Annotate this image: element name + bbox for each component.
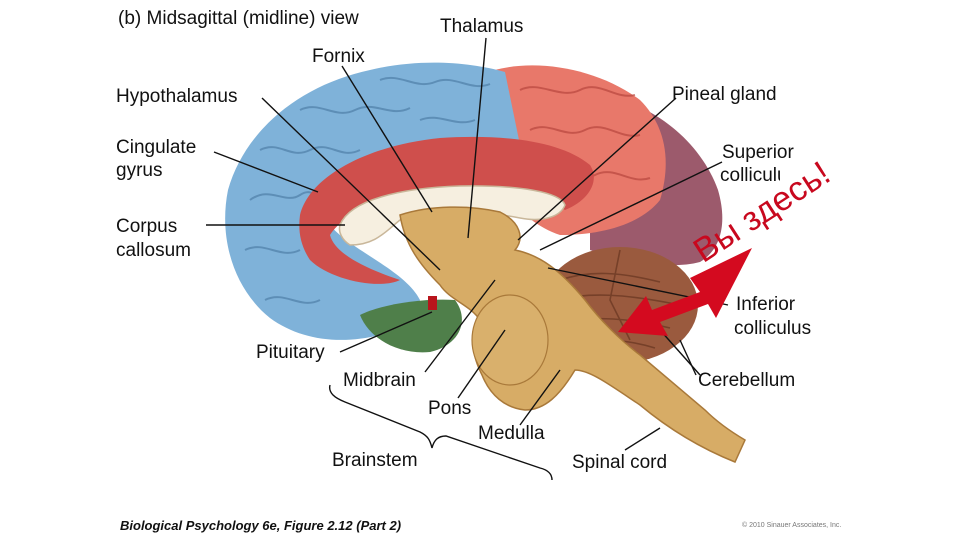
label-fornix: Fornix — [312, 46, 365, 67]
figure-title: Midsagittal (midline) view — [146, 8, 359, 29]
label-hypothalamus: Hypothalamus — [116, 86, 238, 107]
pons-shape — [471, 294, 549, 386]
frontal-gyri — [244, 76, 491, 304]
label-cingulate-line1: Cingulate — [116, 137, 197, 158]
label-inferior-line2: colliculus — [734, 318, 812, 339]
label-cerebellum: Cerebellum — [698, 370, 796, 391]
frontal-lobe — [225, 62, 521, 340]
temporal-lobe — [360, 299, 462, 353]
label-thalamus: Thalamus — [440, 16, 524, 37]
panel-letter: (b) — [118, 8, 142, 29]
label-spinal-cord: Spinal cord — [572, 452, 668, 473]
cingulate-gyrus — [299, 136, 594, 284]
label-midbrain: Midbrain — [343, 370, 416, 391]
label-corpus-line1: Corpus — [116, 216, 178, 237]
label-superior-line2: colliculus — [720, 165, 780, 186]
label-pons: Pons — [428, 398, 472, 419]
pituitary-shape — [428, 296, 437, 310]
you-are-here-arrow — [618, 248, 752, 336]
label-inferior-line1: Inferior — [736, 294, 796, 315]
brainstem-bracket — [328, 384, 553, 481]
copyright-notice: © 2010 Sinauer Associates, Inc. — [742, 522, 842, 529]
figure-heading: (b) Midsagittal (midline) view — [118, 8, 359, 30]
corpus-callosum-shape — [338, 185, 566, 246]
label-pineal-gland: Pineal gland — [672, 84, 777, 105]
leader-lines — [206, 37, 729, 451]
figure-caption: Biological Psychology 6e, Figure 2.12 (P… — [120, 518, 402, 533]
label-corpus-line2: callosum — [116, 240, 191, 261]
label-cingulate-line2: gyrus — [116, 160, 163, 181]
label-pituitary: Pituitary — [256, 342, 325, 363]
label-brainstem: Brainstem — [332, 450, 418, 471]
label-medulla: Medulla — [478, 423, 545, 444]
label-superior-line1: Superior — [722, 142, 794, 163]
